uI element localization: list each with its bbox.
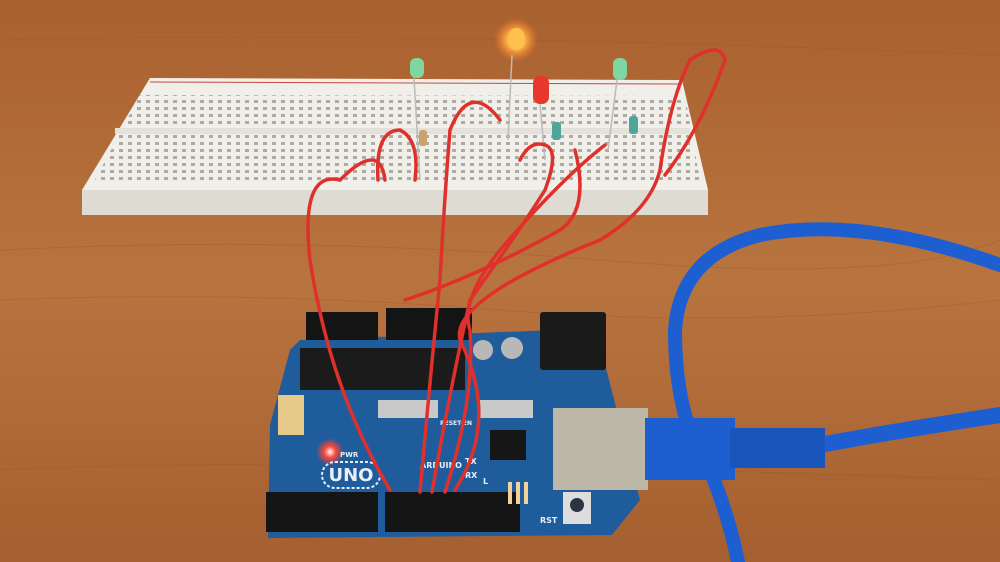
power-led	[316, 438, 344, 466]
rst-label: RST	[540, 516, 558, 525]
bottom-header-right	[385, 492, 520, 532]
microcontroller-chip	[300, 348, 465, 390]
icsp-pins	[278, 395, 304, 435]
arduino-board: UNO ARDUINO PWR TX RX L RESET-EN RST	[266, 308, 825, 538]
board-model-label: UNO	[329, 465, 374, 486]
resistors	[419, 116, 638, 146]
reset-en-label: RESET-EN	[440, 420, 472, 427]
board-brand-label: ARDUINO	[420, 461, 462, 470]
l-label: L	[483, 477, 488, 486]
usb-b-connector	[553, 408, 648, 490]
power-jack	[540, 312, 606, 370]
bottom-header-left	[266, 492, 378, 532]
led-red	[533, 76, 549, 161]
jumper-wires	[306, 48, 727, 494]
led-green-2	[607, 58, 627, 151]
led-orange-lit	[494, 18, 538, 141]
led-green-1	[410, 58, 424, 181]
breadboard	[82, 78, 708, 215]
rx-label: RX	[465, 471, 478, 480]
top-header-left	[306, 312, 378, 340]
pwr-label: PWR	[340, 451, 359, 459]
